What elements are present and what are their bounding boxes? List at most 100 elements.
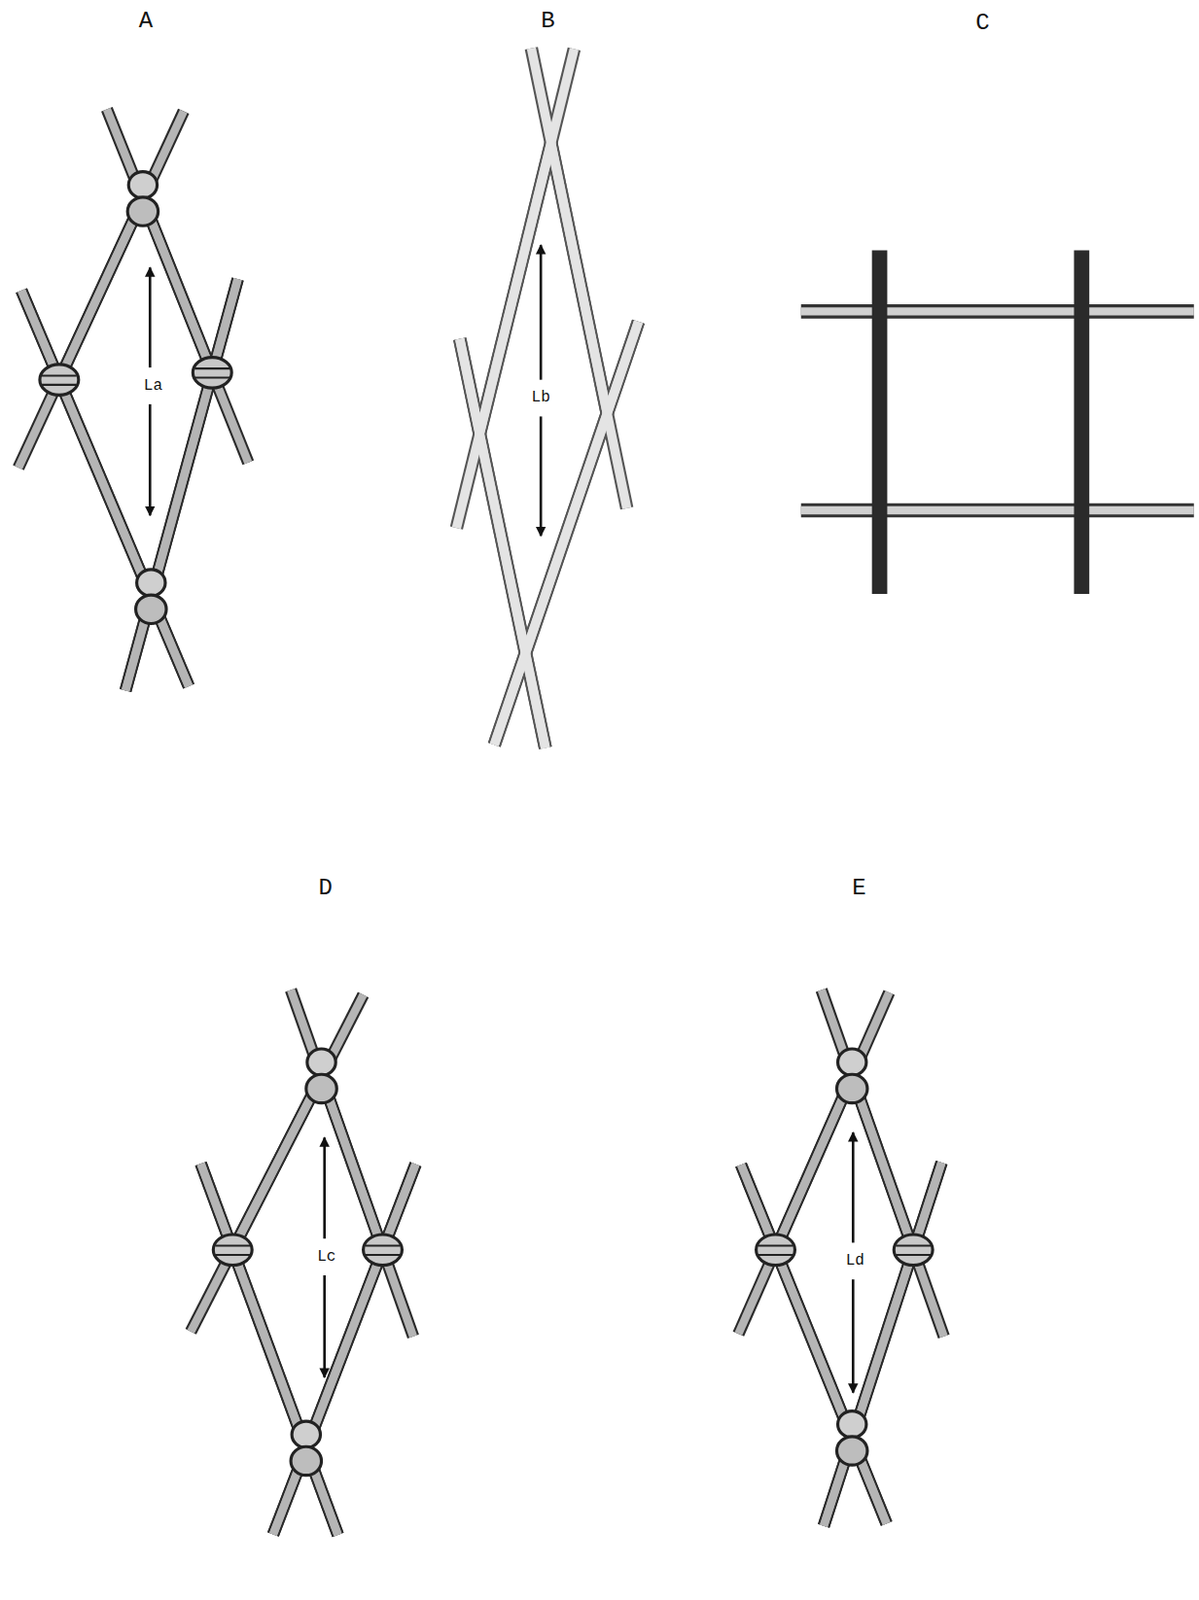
mesh-length-arrow <box>148 404 152 516</box>
mesh-knot <box>307 1049 336 1076</box>
twine-strand <box>273 1164 417 1536</box>
mesh-knot <box>41 374 77 377</box>
twine-strand <box>21 290 189 687</box>
twine-strand <box>18 110 184 468</box>
twine-strand <box>775 1076 853 1250</box>
twine-strand <box>190 994 363 1333</box>
twine-strand <box>125 279 238 691</box>
twine-strand <box>106 108 248 463</box>
twine-strand <box>232 1076 321 1250</box>
twine-strand <box>201 1163 339 1536</box>
twine-strand <box>740 1164 887 1524</box>
mesh-knot <box>128 172 157 199</box>
twine-strand <box>551 142 608 414</box>
mesh-knot <box>194 377 230 380</box>
twine-strand <box>740 1164 887 1524</box>
twine-strand <box>106 108 248 463</box>
panel-letter: E <box>851 874 866 901</box>
mesh-length-label: La <box>141 376 166 396</box>
mesh-knot <box>306 1074 337 1103</box>
twine-strand <box>18 110 184 468</box>
mesh-length-arrow <box>322 1137 326 1239</box>
mesh-length-label: Lb <box>528 387 554 408</box>
mesh-knot <box>291 1421 320 1448</box>
twine-strand <box>201 1163 339 1536</box>
twine-strand <box>738 992 889 1335</box>
twine-strand <box>21 290 189 687</box>
mesh-knot <box>758 1254 794 1257</box>
twine-strand <box>273 1164 417 1536</box>
square-mesh-bar <box>872 249 888 595</box>
panel-letter: A <box>139 6 153 34</box>
twine-strand <box>273 1164 417 1536</box>
twine-strand <box>321 1076 384 1250</box>
twine-strand <box>456 48 574 529</box>
panel-letter: B <box>540 6 555 34</box>
twine-strand <box>823 1163 942 1527</box>
mesh-knot <box>192 357 232 388</box>
mesh-knot <box>895 1254 931 1257</box>
mesh-knot <box>127 197 158 226</box>
twine-strand <box>740 1164 887 1524</box>
twine-strand <box>851 1076 914 1250</box>
twine-strand <box>59 199 143 381</box>
mesh-length-label: Ld <box>843 1251 868 1271</box>
twine-strand <box>142 199 212 373</box>
twine-strand <box>125 279 238 691</box>
panel-letter: D <box>318 874 333 901</box>
twine-strand <box>823 1163 942 1527</box>
twine-strand <box>821 989 945 1338</box>
mesh-knot <box>838 1049 867 1076</box>
twine-strand <box>142 199 212 373</box>
mesh-length-arrow <box>851 1132 855 1243</box>
mesh-knot <box>212 1234 252 1266</box>
twine-strand <box>851 1076 914 1250</box>
square-mesh-bar <box>1073 249 1090 595</box>
mesh-length-arrow <box>148 267 152 368</box>
twine-strand <box>493 321 638 745</box>
mesh-knot <box>39 364 79 395</box>
twine-strand <box>125 279 238 691</box>
twine-strand <box>290 989 414 1338</box>
twine-strand <box>493 321 638 745</box>
square-mesh-bar <box>801 307 1195 316</box>
twine-strand <box>821 989 945 1338</box>
mesh-length-arrow <box>851 1279 855 1393</box>
twine-strand <box>530 48 627 509</box>
square-mesh-bar <box>801 506 1195 515</box>
square-mesh-bar <box>801 304 1195 319</box>
mesh-length-label: Lc <box>314 1247 339 1268</box>
twine-strand <box>232 1076 321 1250</box>
mesh-knot <box>756 1234 796 1266</box>
mesh-length-arrow <box>322 1275 326 1378</box>
twine-strand <box>493 321 638 745</box>
mesh-length-arrow <box>539 416 543 536</box>
twine-strand <box>493 321 638 745</box>
twine-strand <box>290 989 414 1338</box>
mesh-knot <box>136 595 167 624</box>
twine-strand <box>125 279 238 691</box>
mesh-knot <box>41 384 77 387</box>
twine-strand <box>59 199 143 381</box>
mesh-knot <box>838 1411 867 1439</box>
mesh-knot <box>214 1254 250 1257</box>
twine-strand <box>201 1163 339 1536</box>
mesh-knot <box>836 1074 867 1103</box>
twine-strand <box>321 1076 384 1250</box>
mesh-knot <box>365 1254 401 1257</box>
mesh-length-arrow <box>539 245 543 381</box>
twine-strand <box>201 1163 339 1536</box>
twine-strand <box>273 1164 417 1536</box>
mesh-knot <box>893 1234 933 1266</box>
twine-strand <box>21 290 189 687</box>
mesh-knot <box>214 1245 250 1248</box>
twine-strand <box>775 1076 853 1250</box>
twine-strand <box>823 1163 942 1527</box>
square-mesh-bar <box>801 503 1195 519</box>
panel-letter: C <box>975 9 989 36</box>
twine-strand <box>456 48 574 529</box>
mesh-knot <box>363 1234 403 1266</box>
twine-strand <box>551 142 608 414</box>
mesh-knot <box>895 1245 931 1248</box>
